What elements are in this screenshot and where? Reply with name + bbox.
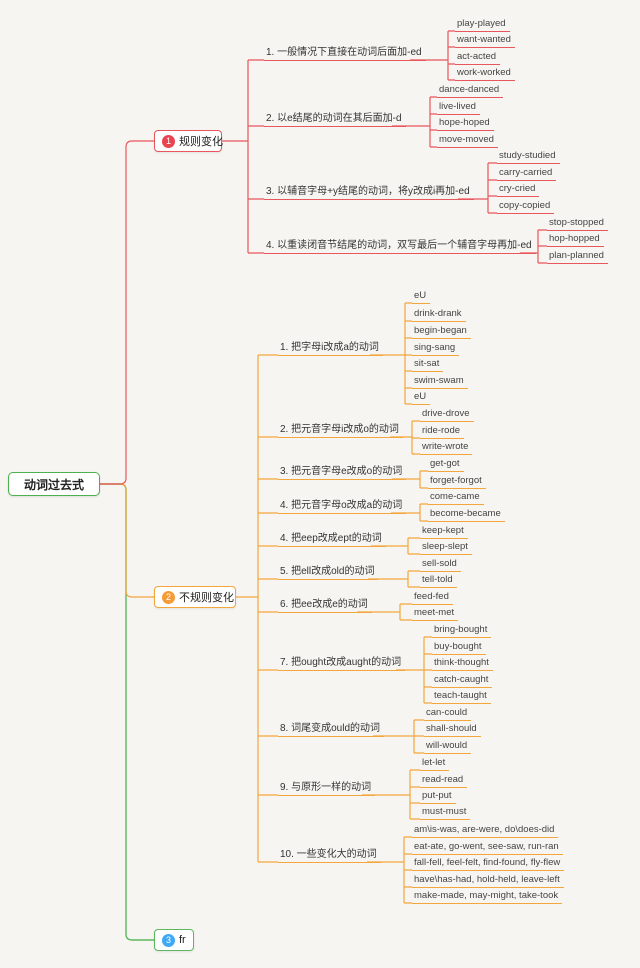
leaf-node[interactable]: get-got [428, 457, 464, 472]
leaf-node[interactable]: carry-carried [497, 166, 557, 181]
leaf-node[interactable]: teach-taught [432, 689, 491, 704]
leaf-node[interactable]: cry-cried [497, 182, 540, 197]
leaf-node[interactable]: move-moved [437, 133, 498, 148]
leaf-node[interactable]: sell-sold [420, 557, 461, 572]
topic-node[interactable]: 3. 把元音字母e改成o的动词 [278, 465, 407, 480]
topic-node[interactable]: 1. 把字母i改成a的动词 [278, 341, 383, 356]
leaf-node[interactable]: fall-fell, feel-felt, find-found, fly-fl… [412, 856, 565, 871]
leaf-node[interactable]: stop-stopped [547, 216, 608, 231]
root-node[interactable]: 动词过去式 [8, 472, 100, 496]
leaf-node[interactable]: sleep-slept [420, 540, 472, 555]
topic-node[interactable]: 9. 与原形一样的动词 [278, 781, 376, 796]
leaf-node[interactable]: sit-sat [412, 357, 444, 372]
leaf-node[interactable]: copy-copied [497, 199, 555, 214]
topic-node[interactable]: 6. 把ee改成e的动词 [278, 598, 372, 613]
leaf-node[interactable]: will-would [424, 739, 472, 754]
leaf-node[interactable]: think-thought [432, 656, 493, 671]
leaf-node[interactable]: must-must [420, 805, 471, 820]
leaf-node[interactable]: am\is-was, are-were, do\does-did [412, 823, 559, 838]
branch-node-fr[interactable]: 3 fr [154, 929, 194, 951]
branch1-label: 规则变化 [179, 136, 223, 148]
topic-node[interactable]: 4. 把eep改成ept的动词 [278, 532, 386, 547]
branch2-label: 不规则变化 [179, 592, 234, 604]
branch3-number-icon: 3 [162, 933, 175, 947]
leaf-node[interactable]: shall-should [424, 722, 481, 737]
leaf-node[interactable]: become-became [428, 507, 505, 522]
branch-node-rule-change[interactable]: 1 规则变化 [154, 130, 223, 152]
leaf-node[interactable]: act-acted [455, 50, 501, 65]
leaf-node[interactable]: make-made, may-might, take-took [412, 889, 563, 904]
leaf-node[interactable]: feed-fed [412, 590, 453, 605]
leaf-node[interactable]: eU [412, 390, 431, 405]
branch2-number-icon: 2 [162, 590, 175, 604]
leaf-node[interactable]: tell-told [420, 573, 457, 588]
leaf-node[interactable]: play-played [455, 17, 510, 32]
topic-node[interactable]: 2. 把元音字母i改成o的动词 [278, 423, 403, 438]
topic-node[interactable]: 4. 把元音字母o改成a的动词 [278, 499, 407, 514]
branch1-number-icon: 1 [162, 134, 175, 148]
leaf-node[interactable]: begin-began [412, 324, 471, 339]
topic-node[interactable]: 2. 以e结尾的动词在其后面加-d [264, 112, 406, 127]
leaf-node[interactable]: drive-drove [420, 407, 474, 422]
leaf-node[interactable]: have\has-had, hold-held, leave-left [412, 873, 564, 888]
leaf-node[interactable]: can-could [424, 706, 472, 721]
leaf-node[interactable]: let-let [420, 756, 450, 771]
leaf-node[interactable]: dance-danced [437, 83, 504, 98]
leaf-node[interactable]: catch-caught [432, 673, 493, 688]
leaf-node[interactable]: drink-drank [412, 307, 466, 322]
leaf-node[interactable]: ride-rode [420, 424, 465, 439]
leaf-node[interactable]: live-lived [437, 100, 480, 115]
leaf-node[interactable]: forget-forgot [428, 474, 486, 489]
topic-node[interactable]: 8. 词尾变成ould的动词 [278, 722, 385, 737]
leaf-node[interactable]: sing-sang [412, 341, 460, 356]
topic-node[interactable]: 4. 以重读闭音节结尾的动词，双写最后一个辅音字母再加-ed [264, 239, 536, 254]
leaf-node[interactable]: hop-hopped [547, 232, 604, 247]
leaf-node[interactable]: keep-kept [420, 524, 468, 539]
branch-node-irregular-change[interactable]: 2 不规则变化 [154, 586, 236, 608]
topic-node[interactable]: 7. 把ought改成aught的动词 [278, 656, 406, 671]
leaf-node[interactable]: eat-ate, go-went, see-saw, run-ran [412, 840, 563, 855]
leaf-node[interactable]: study-studied [497, 149, 560, 164]
leaf-node[interactable]: put-put [420, 789, 456, 804]
leaf-node[interactable]: swim-swam [412, 374, 468, 389]
leaf-node[interactable]: buy-bought [432, 640, 486, 655]
leaf-node[interactable]: come-came [428, 490, 484, 505]
topic-node[interactable]: 3. 以辅音字母+y结尾的动词，将y改成i再加-ed [264, 185, 474, 200]
topic-node[interactable]: 1. 一般情况下直接在动词后面加-ed [264, 46, 426, 61]
leaf-node[interactable]: read-read [420, 773, 468, 788]
leaf-node[interactable]: meet-met [412, 606, 459, 621]
leaf-node[interactable]: want-wanted [455, 33, 515, 48]
leaf-node[interactable]: hope-hoped [437, 116, 494, 131]
leaf-node[interactable]: work-worked [455, 66, 515, 81]
topic-node[interactable]: 10. 一些变化大的动词 [278, 848, 381, 863]
leaf-node[interactable]: eU [412, 289, 431, 304]
leaf-node[interactable]: plan-planned [547, 249, 608, 264]
leaf-node[interactable]: bring-bought [432, 623, 492, 638]
leaf-node[interactable]: write-wrote [420, 440, 473, 455]
topic-node[interactable]: 5. 把ell改成old的动词 [278, 565, 379, 580]
branch3-label: fr [179, 934, 186, 946]
